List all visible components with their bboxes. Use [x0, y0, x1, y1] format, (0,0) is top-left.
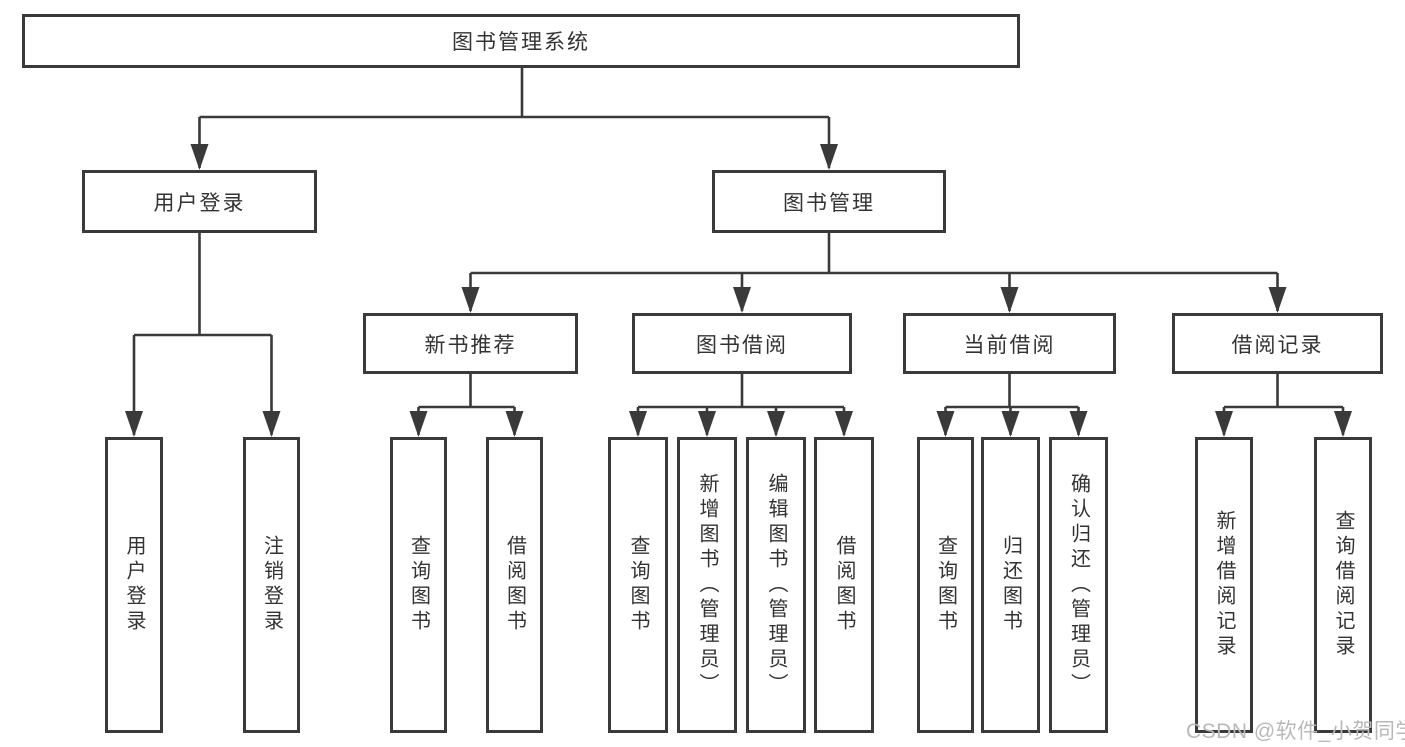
- node-leaf-return-books: 归还图书: [981, 437, 1040, 733]
- leaf-label: 注销登录: [260, 535, 283, 635]
- node-leaf-borrow-books-1: 借阅图书: [486, 437, 543, 733]
- node-leaf-confirm-return-admin: 确认归还（管理员）: [1049, 437, 1108, 733]
- node-book-borrow-label: 图书借阅: [696, 333, 788, 357]
- node-root: 图书管理系统: [22, 14, 1020, 68]
- node-leaf-edit-books-admin: 编辑图书（管理员）: [746, 437, 806, 733]
- leaf-label: 新增借阅记录: [1213, 510, 1235, 660]
- node-new-book-recommend-label: 新书推荐: [424, 333, 517, 357]
- leaf-label: 用户登录: [123, 535, 145, 635]
- node-current-borrow: 当前借阅: [903, 313, 1116, 374]
- leaf-label: 查询借阅记录: [1332, 510, 1354, 660]
- node-leaf-query-books-2: 查询图书: [608, 437, 668, 733]
- leaf-label: 借阅图书: [833, 535, 855, 635]
- node-user-login: 用户登录: [82, 170, 317, 233]
- leaf-label: 查询图书: [407, 535, 430, 635]
- leaf-label: 查询图书: [934, 535, 957, 635]
- node-borrow-records-label: 借阅记录: [1231, 333, 1324, 357]
- node-leaf-user-login: 用户登录: [105, 437, 163, 733]
- node-leaf-query-books-1: 查询图书: [390, 437, 447, 733]
- node-leaf-logout: 注销登录: [243, 437, 300, 733]
- node-leaf-borrow-books-2: 借阅图书: [814, 437, 874, 733]
- node-leaf-query-borrow-record: 查询借阅记录: [1314, 437, 1372, 733]
- node-user-login-label: 用户登录: [153, 191, 246, 215]
- node-book-management-label: 图书管理: [783, 191, 875, 215]
- node-new-book-recommend: 新书推荐: [363, 313, 578, 374]
- node-leaf-add-borrow-record: 新增借阅记录: [1195, 437, 1253, 733]
- leaf-label: 编辑图书（管理员）: [765, 472, 787, 698]
- node-leaf-add-books-admin: 新增图书（管理员）: [677, 437, 737, 733]
- node-book-management: 图书管理: [712, 170, 946, 233]
- node-book-borrow: 图书借阅: [632, 313, 852, 374]
- leaf-label: 查询图书: [627, 535, 649, 635]
- leaf-label: 确认归还（管理员）: [1067, 472, 1090, 698]
- leaf-label: 新增图书（管理员）: [696, 472, 718, 698]
- leaf-label: 归还图书: [999, 535, 1022, 635]
- watermark: CSDN @软件_小贺同学: [1186, 720, 1405, 743]
- node-root-label: 图书管理系统: [452, 31, 590, 54]
- node-current-borrow-label: 当前借阅: [963, 333, 1056, 357]
- node-leaf-query-books-3: 查询图书: [917, 437, 974, 733]
- node-borrow-records: 借阅记录: [1172, 313, 1383, 374]
- leaf-label: 借阅图书: [503, 535, 526, 635]
